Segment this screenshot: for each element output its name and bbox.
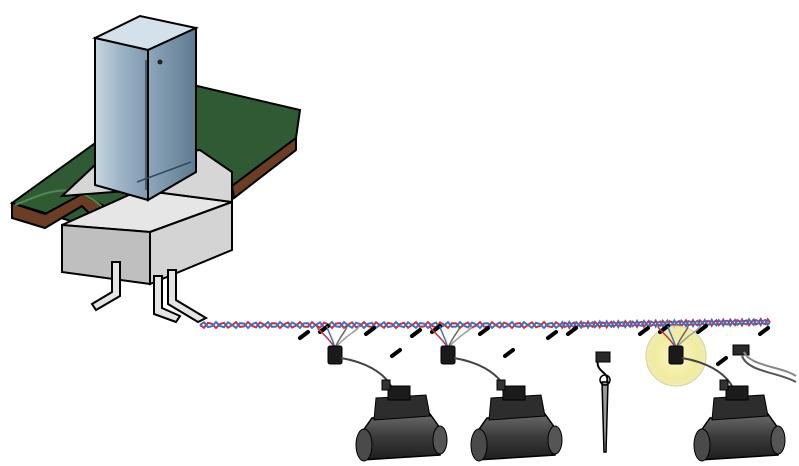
decoder-output-wire	[681, 357, 733, 387]
wire-connector-icon	[478, 326, 490, 336]
wire-connector-icon	[638, 326, 650, 336]
decoder-icon	[440, 345, 456, 365]
decoder-icon	[327, 345, 343, 365]
decoder-wire	[447, 325, 473, 349]
decoder-wire	[326, 325, 336, 349]
valve-group	[355, 379, 786, 462]
solenoid-valve-icon	[693, 379, 786, 462]
wire-connector-icon	[696, 324, 708, 334]
decoder-wire	[657, 325, 677, 349]
wire-connector-icon	[546, 330, 558, 340]
decoder-wire	[675, 325, 701, 349]
twisted-pair-cable-icon	[199, 317, 771, 330]
decoder-wire	[334, 325, 360, 349]
solenoid-valve-icon	[470, 379, 563, 462]
wire-connector-icon	[503, 348, 515, 358]
wire-connector-icon	[716, 356, 728, 366]
controller-cabinet-icon	[92, 14, 200, 202]
decoder-wire	[667, 325, 677, 349]
wire-connector-icon	[390, 348, 402, 358]
decoder-wire	[447, 325, 461, 349]
wire-connector-icon	[410, 328, 422, 338]
wire-connector-icon	[364, 326, 376, 336]
decoder-wire	[316, 325, 336, 349]
decoder-icon	[668, 345, 684, 365]
ground-rod-icon	[595, 351, 611, 453]
solenoid-valve-icon	[355, 379, 448, 462]
sensor-decoder-icon	[732, 344, 797, 383]
wire-connector-icon	[566, 326, 578, 336]
conduit-pipes-icon	[90, 261, 209, 324]
decoder-wire	[675, 325, 689, 349]
decoder-wire	[429, 325, 449, 349]
decoder-wire	[334, 325, 348, 349]
wire-connector-icon	[758, 326, 770, 336]
decoder-wire	[439, 325, 449, 349]
wire-connector-icon	[298, 330, 310, 340]
